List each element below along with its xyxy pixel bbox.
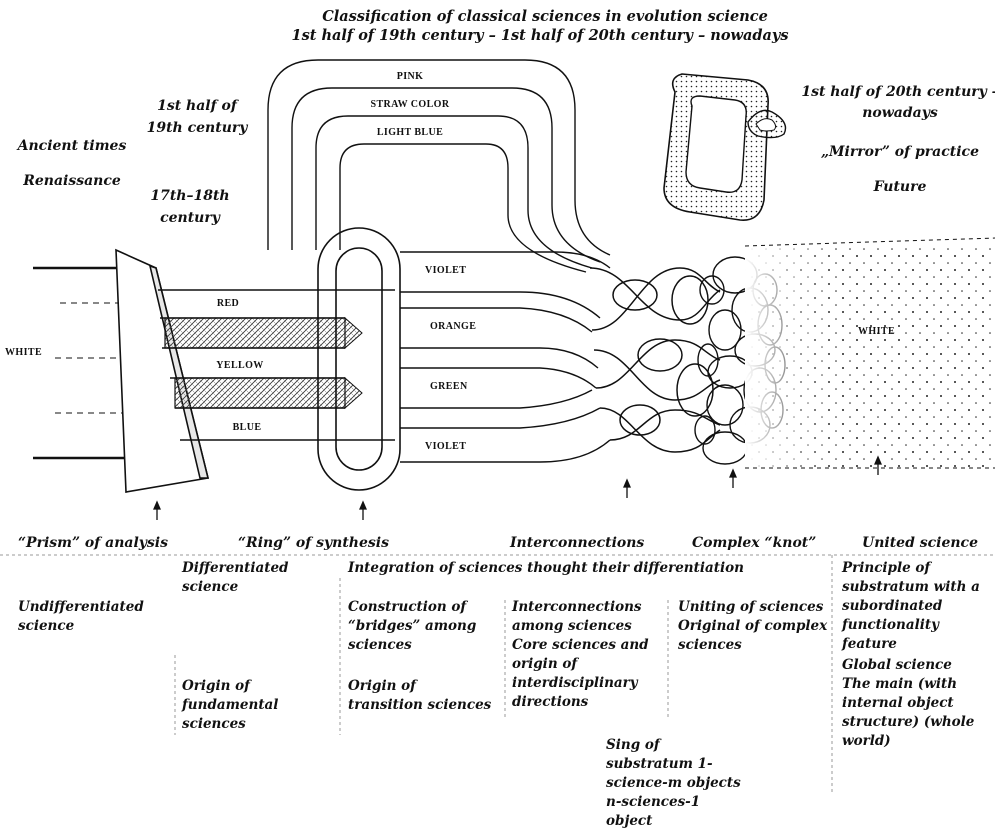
- title-line-2: 1st half of 19th century – 1st half of 2…: [291, 27, 788, 44]
- text-uniting: Uniting of sciences Original of complex …: [678, 598, 828, 655]
- text-interconnections: Interconnections among sciences Core sci…: [512, 598, 662, 712]
- band-green: GREEN: [430, 381, 468, 392]
- band-violet-1: VIOLET: [425, 265, 466, 276]
- band-straw: STRAW COLOR: [371, 99, 450, 110]
- text-differentiated: Differentiated science: [182, 559, 302, 597]
- stage-prism: “Prism” of analysis: [18, 535, 168, 551]
- era-20-line-1: 1st half of 20th century –: [801, 84, 995, 100]
- era-20-line-2: nowadays: [862, 105, 938, 121]
- text-undifferentiated: Undifferentiated science: [18, 598, 148, 636]
- top-arcs: [268, 60, 610, 272]
- band-blue: BLUE: [233, 422, 262, 433]
- text-bridges: Construction of “bridges” among sciences: [348, 598, 478, 655]
- white-beam: [33, 268, 128, 458]
- text-sing-of-substratum: Sing of substratum 1-science-m objects n…: [606, 736, 746, 831]
- era-future: Future: [873, 179, 927, 195]
- ring-bands: [400, 252, 610, 462]
- era-17-18-line-1: 17th–18th: [150, 188, 229, 204]
- stage-ring: “Ring” of synthesis: [238, 535, 389, 551]
- prism: [116, 250, 208, 492]
- era-17-18-line-2: century: [160, 210, 221, 226]
- band-violet-2: VIOLET: [425, 441, 466, 452]
- stage-knot: Complex “knot”: [692, 535, 816, 551]
- band-white-right: WHITE: [858, 326, 895, 337]
- text-global-science: Global science The main (with internal o…: [842, 656, 982, 751]
- band-white-left: WHITE: [5, 347, 42, 358]
- era-renaissance: Renaissance: [22, 173, 121, 189]
- band-yellow: YELLOW: [216, 360, 263, 371]
- text-principle: Principle of substratum with a subordina…: [842, 559, 992, 654]
- era-19-line-1: 1st half of: [157, 98, 240, 114]
- era-ancient: Ancient times: [16, 138, 127, 154]
- band-orange: ORANGE: [430, 321, 476, 332]
- ring: [318, 228, 400, 490]
- era-19-line-2: 19th century: [147, 120, 249, 136]
- text-fundamental: Origin of fundamental sciences: [182, 677, 337, 734]
- stage-united: United science: [862, 535, 978, 551]
- era-mirror: „Mirror” of practice: [821, 144, 979, 160]
- band-light-blue: LIGHT BLUE: [377, 127, 443, 138]
- band-pink: PINK: [397, 71, 424, 82]
- stage-interconnections: Interconnections: [510, 535, 644, 551]
- band-red: RED: [217, 298, 239, 309]
- mirror-frame: [664, 74, 786, 220]
- title-line-1: Classification of classical sciences in …: [322, 8, 768, 25]
- united-science-field: [745, 238, 995, 468]
- text-transition: Origin of transition sciences: [348, 677, 493, 715]
- text-integration: Integration of sciences thought their di…: [348, 559, 744, 578]
